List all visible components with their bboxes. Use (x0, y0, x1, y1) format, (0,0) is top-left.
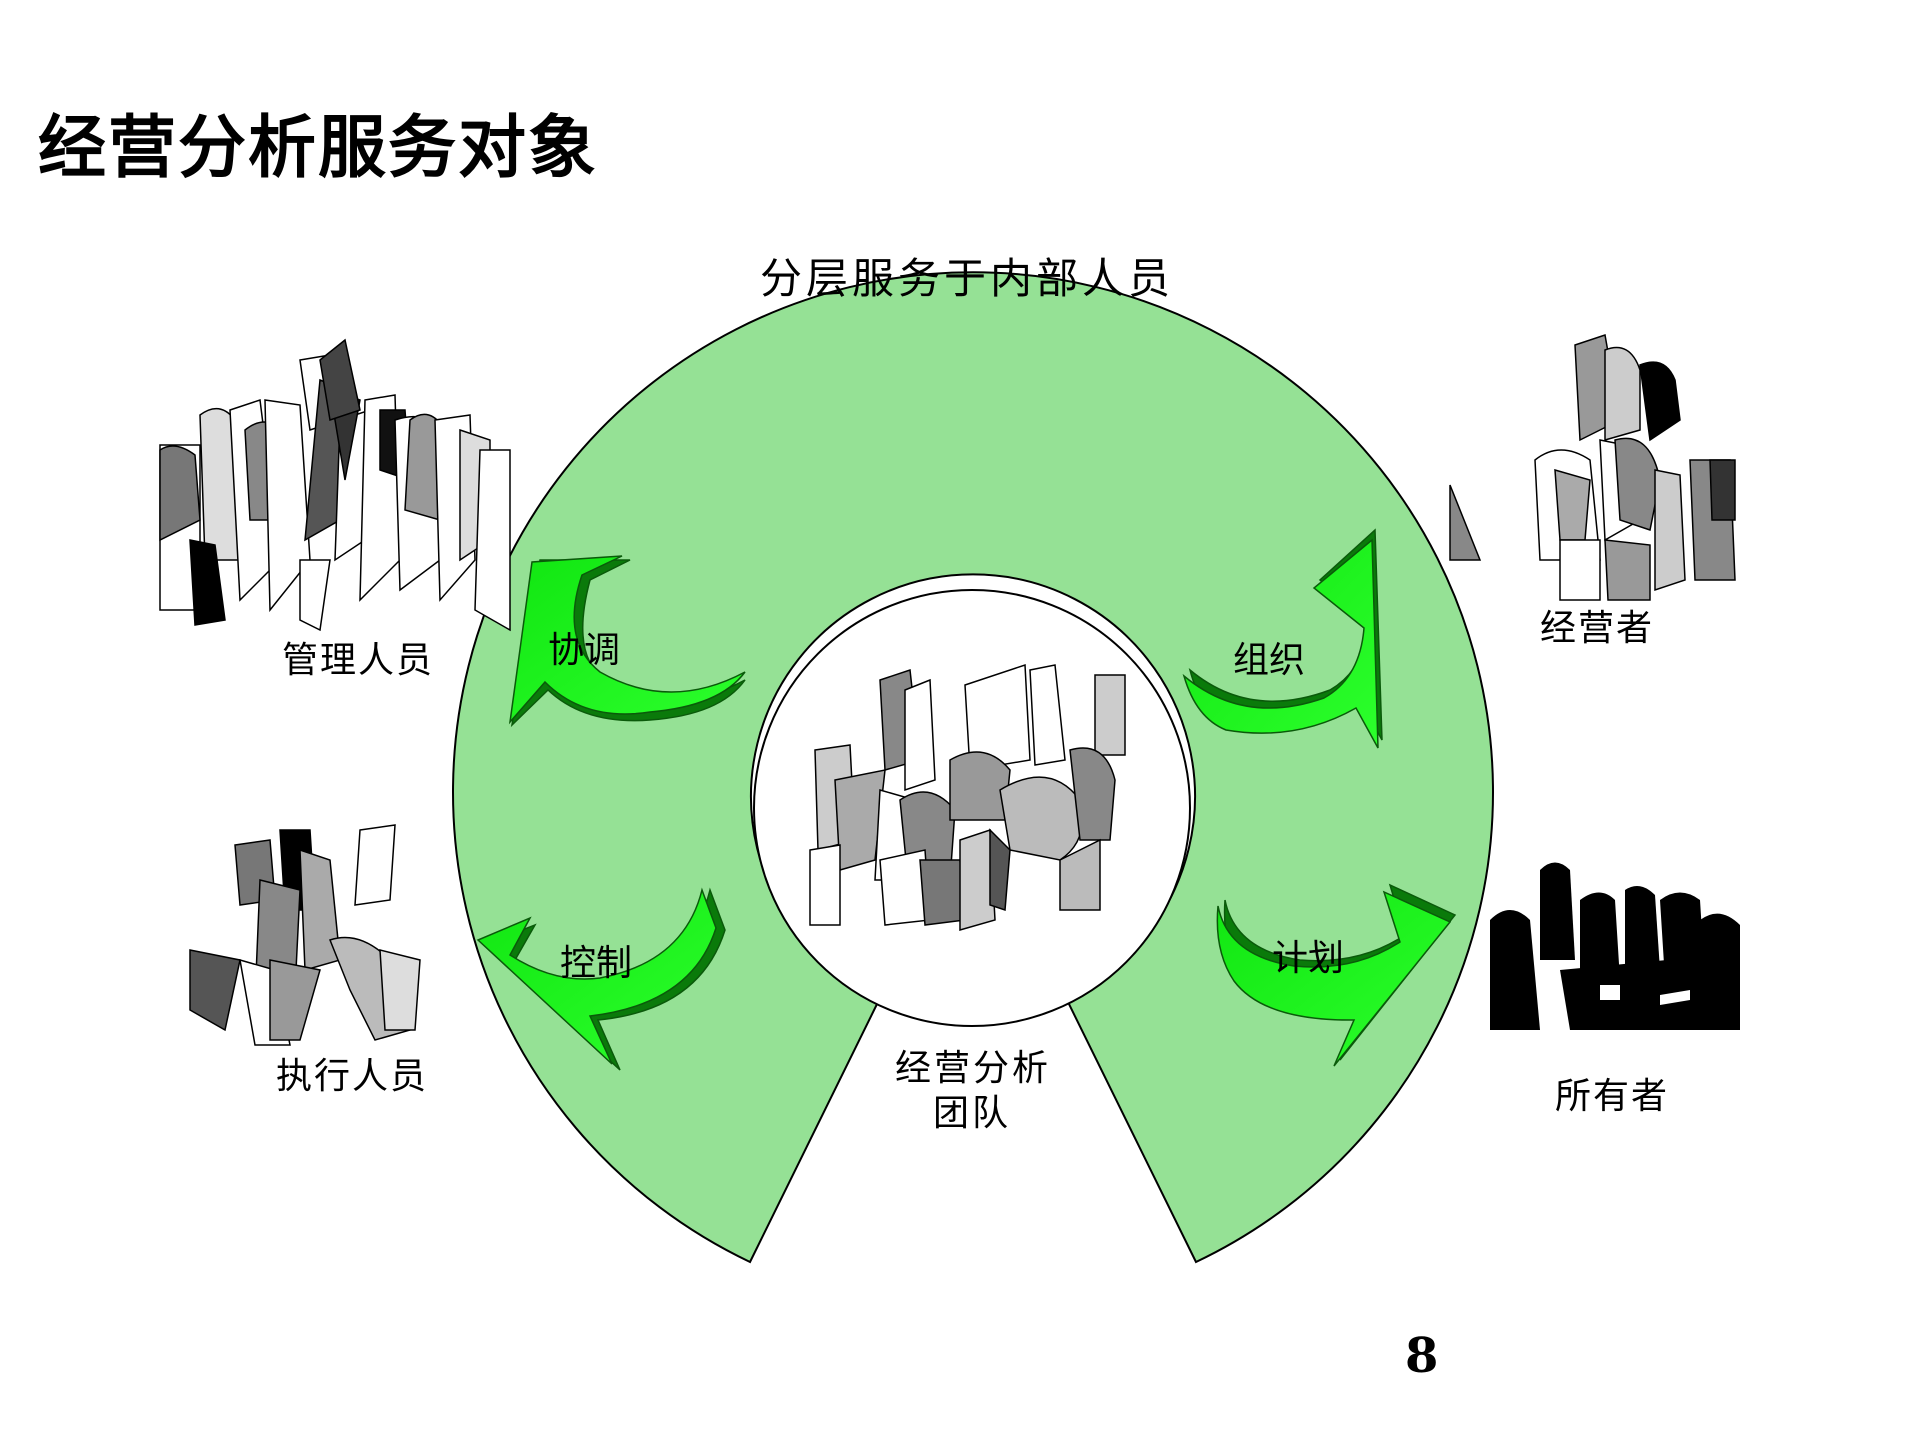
label-executors: 执行人员 (276, 1056, 428, 1097)
ring-title: 分层服务于内部人员 (760, 254, 1174, 303)
arrow-label-coordinate: 协调 (548, 630, 620, 671)
page-title: 经营分析服务对象 (38, 109, 599, 188)
center-label-line2: 团队 (933, 1093, 1011, 1134)
executors-illustration (189, 824, 421, 1046)
page-number: 8 (1405, 1328, 1439, 1384)
arrow-upper-left (508, 555, 746, 728)
label-managers: 管理人员 (282, 640, 434, 681)
arrow-upper-right (1182, 528, 1383, 749)
arrow-label-control: 控制 (560, 943, 632, 984)
arrow-label-plan: 计划 (1272, 938, 1344, 979)
arrow-label-organize: 组织 (1233, 640, 1305, 681)
managers-illustration (159, 338, 511, 632)
label-owners: 所有者 (1555, 1076, 1669, 1117)
team-illustration (809, 663, 1126, 931)
arrow-lower-right (1216, 883, 1457, 1067)
arrow-lower-left (476, 887, 726, 1071)
owners-illustration (1490, 862, 1740, 1030)
center-label-line1: 经营分析 (895, 1048, 1051, 1089)
label-operators: 经营者 (1540, 608, 1654, 649)
operators-illustration (1449, 334, 1736, 601)
